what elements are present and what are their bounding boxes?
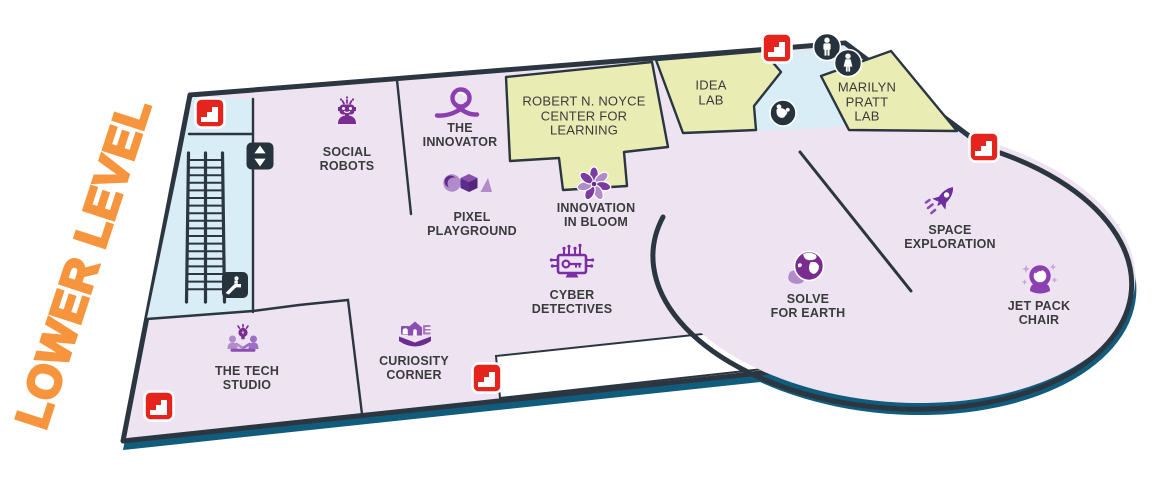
exhibit-label-the-tech-studio: THE TECH STUDIO — [214, 364, 280, 392]
astronaut-helmet-icon — [1021, 263, 1058, 294]
escalator-zone — [147, 97, 253, 318]
earth-leaf-icon — [788, 250, 825, 284]
room-label-noyce-center: ROBERT N. NOYCE CENTER FOR LEARNING — [522, 93, 646, 138]
exhibit-label-cyber-detectives: CYBER DETECTIVES — [531, 288, 613, 316]
stairs-icon — [968, 131, 1000, 163]
interior-walls — [145, 78, 913, 416]
rocket-icon — [924, 187, 954, 215]
escalator-icon — [222, 272, 248, 298]
exhibit-label-the-innovator: THE INNOVATOR — [422, 121, 498, 149]
exhibit-label-space-exploration: SPACE EXPLORATION — [904, 223, 996, 251]
baby-changing-icon — [769, 99, 797, 127]
monitor-key-circuit-icon — [549, 243, 595, 278]
restroom-women-icon — [833, 48, 863, 78]
exhibit-label-social-robots: SOCIAL ROBOTS — [319, 145, 375, 173]
stairs-icon — [194, 97, 226, 129]
stairs-icon — [761, 32, 793, 64]
dome-floor — [656, 124, 1136, 404]
shapes-icon — [443, 174, 492, 192]
stairs-icon — [143, 390, 175, 422]
exhibit-label-innovation-in-bloom: INNOVATION IN BLOOM — [556, 201, 636, 229]
room-label-marilyn-pratt-lab: MARILYN PRATT LAB — [837, 79, 897, 124]
blocks-house-book-icon — [399, 321, 431, 347]
exhibit-label-solve-for-earth: SOLVE FOR EARTH — [770, 292, 846, 320]
exhibit-label-pixel-playground: PIXEL PLAYGROUND — [427, 210, 517, 238]
exhibit-label-jet-pack-chair: JET PACK CHAIR — [1007, 299, 1071, 327]
dome-outline — [650, 145, 1135, 412]
loop-ribbon-icon — [434, 87, 480, 118]
people-lightbulb-icon — [227, 323, 259, 352]
stairs-icon — [471, 362, 503, 394]
room-label-idea-lab: IDEA LAB — [695, 77, 727, 107]
robot-icon — [338, 96, 356, 124]
exhibit-label-curiosity-corner: CURIOSITY CORNER — [379, 354, 449, 382]
flower-icon — [576, 166, 612, 201]
elevator-icon — [246, 142, 274, 170]
room-noyce-center — [504, 60, 670, 192]
